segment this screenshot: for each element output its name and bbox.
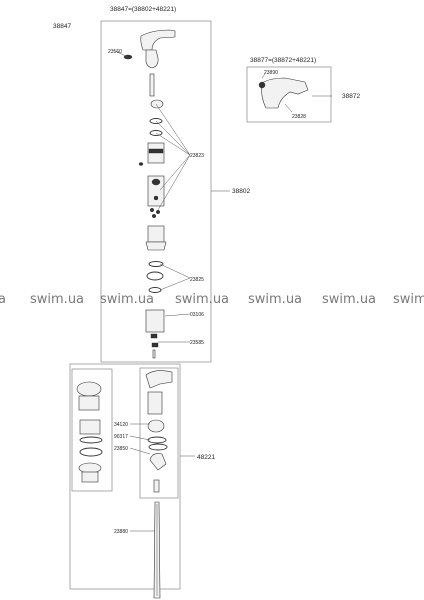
screw-cap-label: 23160 <box>108 49 122 55</box>
watermark-text: a <box>0 292 6 307</box>
cartridge-kit-parts <box>145 370 173 493</box>
watermark-text: swim.ua <box>175 292 229 307</box>
watermark-text: swim.ua <box>30 292 84 307</box>
lever-shaft-part <box>145 49 159 97</box>
lever-part-b-label: 23828 <box>292 114 306 120</box>
flex-hose-part <box>153 501 161 599</box>
lever-assembly-label: 38877=(38872+48221) <box>250 57 316 64</box>
waste-part-b-label: 90317 <box>114 434 128 440</box>
body-assembly-label: 38802 <box>232 188 250 195</box>
watermark-text: swim.ua <box>100 292 154 307</box>
lever-part-a-label: 23890 <box>264 70 278 76</box>
watermark-text: swim.ua <box>322 292 376 307</box>
watermark-text: swim <box>393 292 424 307</box>
nut-label: 03106 <box>190 312 204 318</box>
watermark-text: swim.ua <box>248 292 302 307</box>
lever-id-label: 38872 <box>342 93 360 100</box>
fixing-set-label: 23585 <box>190 340 204 346</box>
top-assembly-label: 38847=(38802+48221) <box>110 6 176 13</box>
oring-set-label: 23825 <box>190 277 204 283</box>
kit-outer-frame <box>69 363 181 590</box>
waste-part-c-label: 23850 <box>114 446 128 452</box>
kit-id-label: 48221 <box>197 454 215 461</box>
hose-label: 23880 <box>114 529 128 535</box>
lever-assembly-frame <box>246 66 332 123</box>
cartridge-kit-frame <box>139 367 179 499</box>
lever-inset-part <box>258 77 309 109</box>
lever-handle-part <box>140 29 176 51</box>
waste-part-a-label: 34120 <box>114 422 128 428</box>
leader-lines <box>112 49 332 532</box>
cartridge-set-label: 23823 <box>190 153 204 159</box>
waste-set-parts <box>76 381 103 483</box>
top-id-label: 38847 <box>53 23 71 30</box>
cartridge-stack <box>138 99 167 359</box>
body-assembly-frame <box>100 20 212 363</box>
waste-set-frame <box>71 368 113 492</box>
watermark-row: a swim.ua swim.ua swim.ua swim.ua swim.u… <box>0 292 424 307</box>
